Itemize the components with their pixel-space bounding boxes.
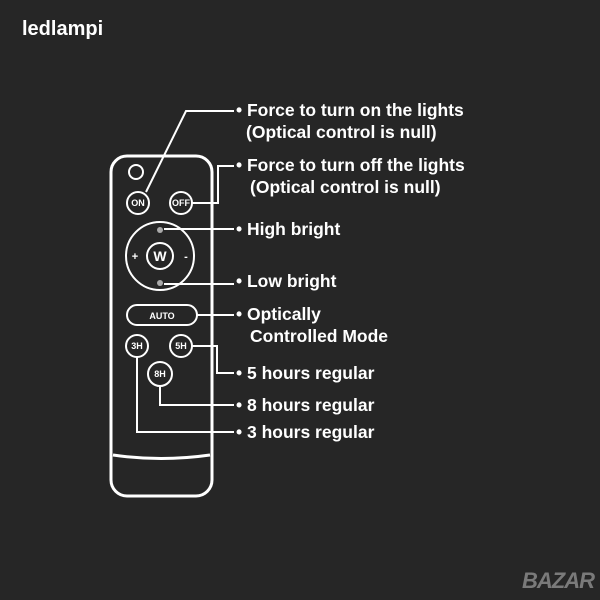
label-3h: • 3 hours regular [236, 422, 375, 442]
remote-divider [112, 453, 211, 460]
label-high-bright: • High bright [236, 219, 341, 239]
leader-lines [136, 110, 234, 433]
sun-icon [157, 227, 163, 233]
label-force-on: • Force to turn on the lights(Optical co… [236, 100, 464, 142]
on-button [126, 191, 150, 215]
label-5h: • 5 hours regular [236, 363, 375, 383]
dpad-ring [125, 221, 195, 291]
watermark: BAZAR [522, 568, 595, 593]
label-force-off: • Force to turn off the lights(Optical c… [236, 155, 465, 197]
label-low-bright: • Low bright [236, 271, 337, 291]
brand-logo: ledlampi [22, 18, 104, 40]
w-button [146, 242, 174, 270]
label-8h: • 8 hours regular [236, 395, 375, 415]
moon-icon [157, 280, 163, 286]
3h-text: 3H [131, 341, 143, 351]
8h-text: 8H [154, 369, 166, 379]
light-sensor [128, 164, 144, 180]
5h-text: 5H [175, 341, 187, 351]
minus-text: - [184, 251, 188, 263]
on-text: ON [131, 198, 145, 208]
w-text: W [153, 248, 167, 264]
off-text: OFF [172, 198, 190, 208]
remote-body [109, 154, 214, 498]
auto-text: AUTO [149, 311, 174, 321]
plus-text: + [132, 251, 138, 263]
